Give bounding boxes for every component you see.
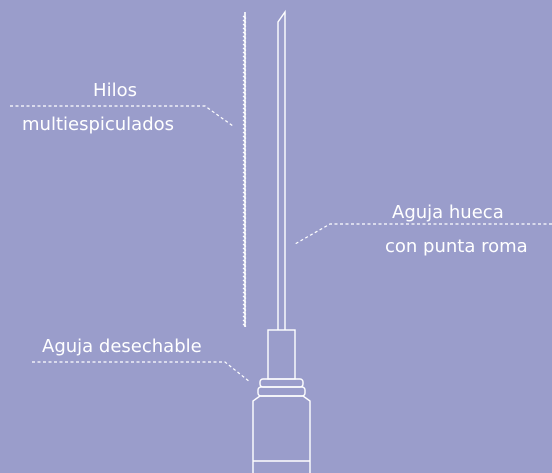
disposable-needle-leader-line	[32, 361, 251, 383]
needle-hub	[252, 329, 311, 473]
hub-ring-2	[257, 386, 306, 397]
thread-barbs	[242, 15, 247, 327]
needle-shaft	[277, 9, 286, 330]
threads-label-line1: Hilos	[93, 80, 137, 101]
hollow-needle-leader-line	[294, 223, 552, 245]
hub-neck	[267, 329, 296, 380]
threads-leader-line	[10, 105, 234, 127]
disposable-needle-label: Aguja desechable	[42, 336, 202, 357]
hub-ring-1	[259, 378, 304, 388]
hollow-needle	[277, 9, 286, 330]
barbed-thread	[242, 12, 247, 327]
threads-label-line2: multiespiculados	[22, 114, 175, 135]
hollow-needle-label-line1: Aguja hueca	[392, 202, 504, 223]
hub-body	[252, 395, 311, 473]
hollow-needle-label-line2: con punta roma	[385, 236, 528, 257]
leader-lines	[10, 105, 552, 383]
